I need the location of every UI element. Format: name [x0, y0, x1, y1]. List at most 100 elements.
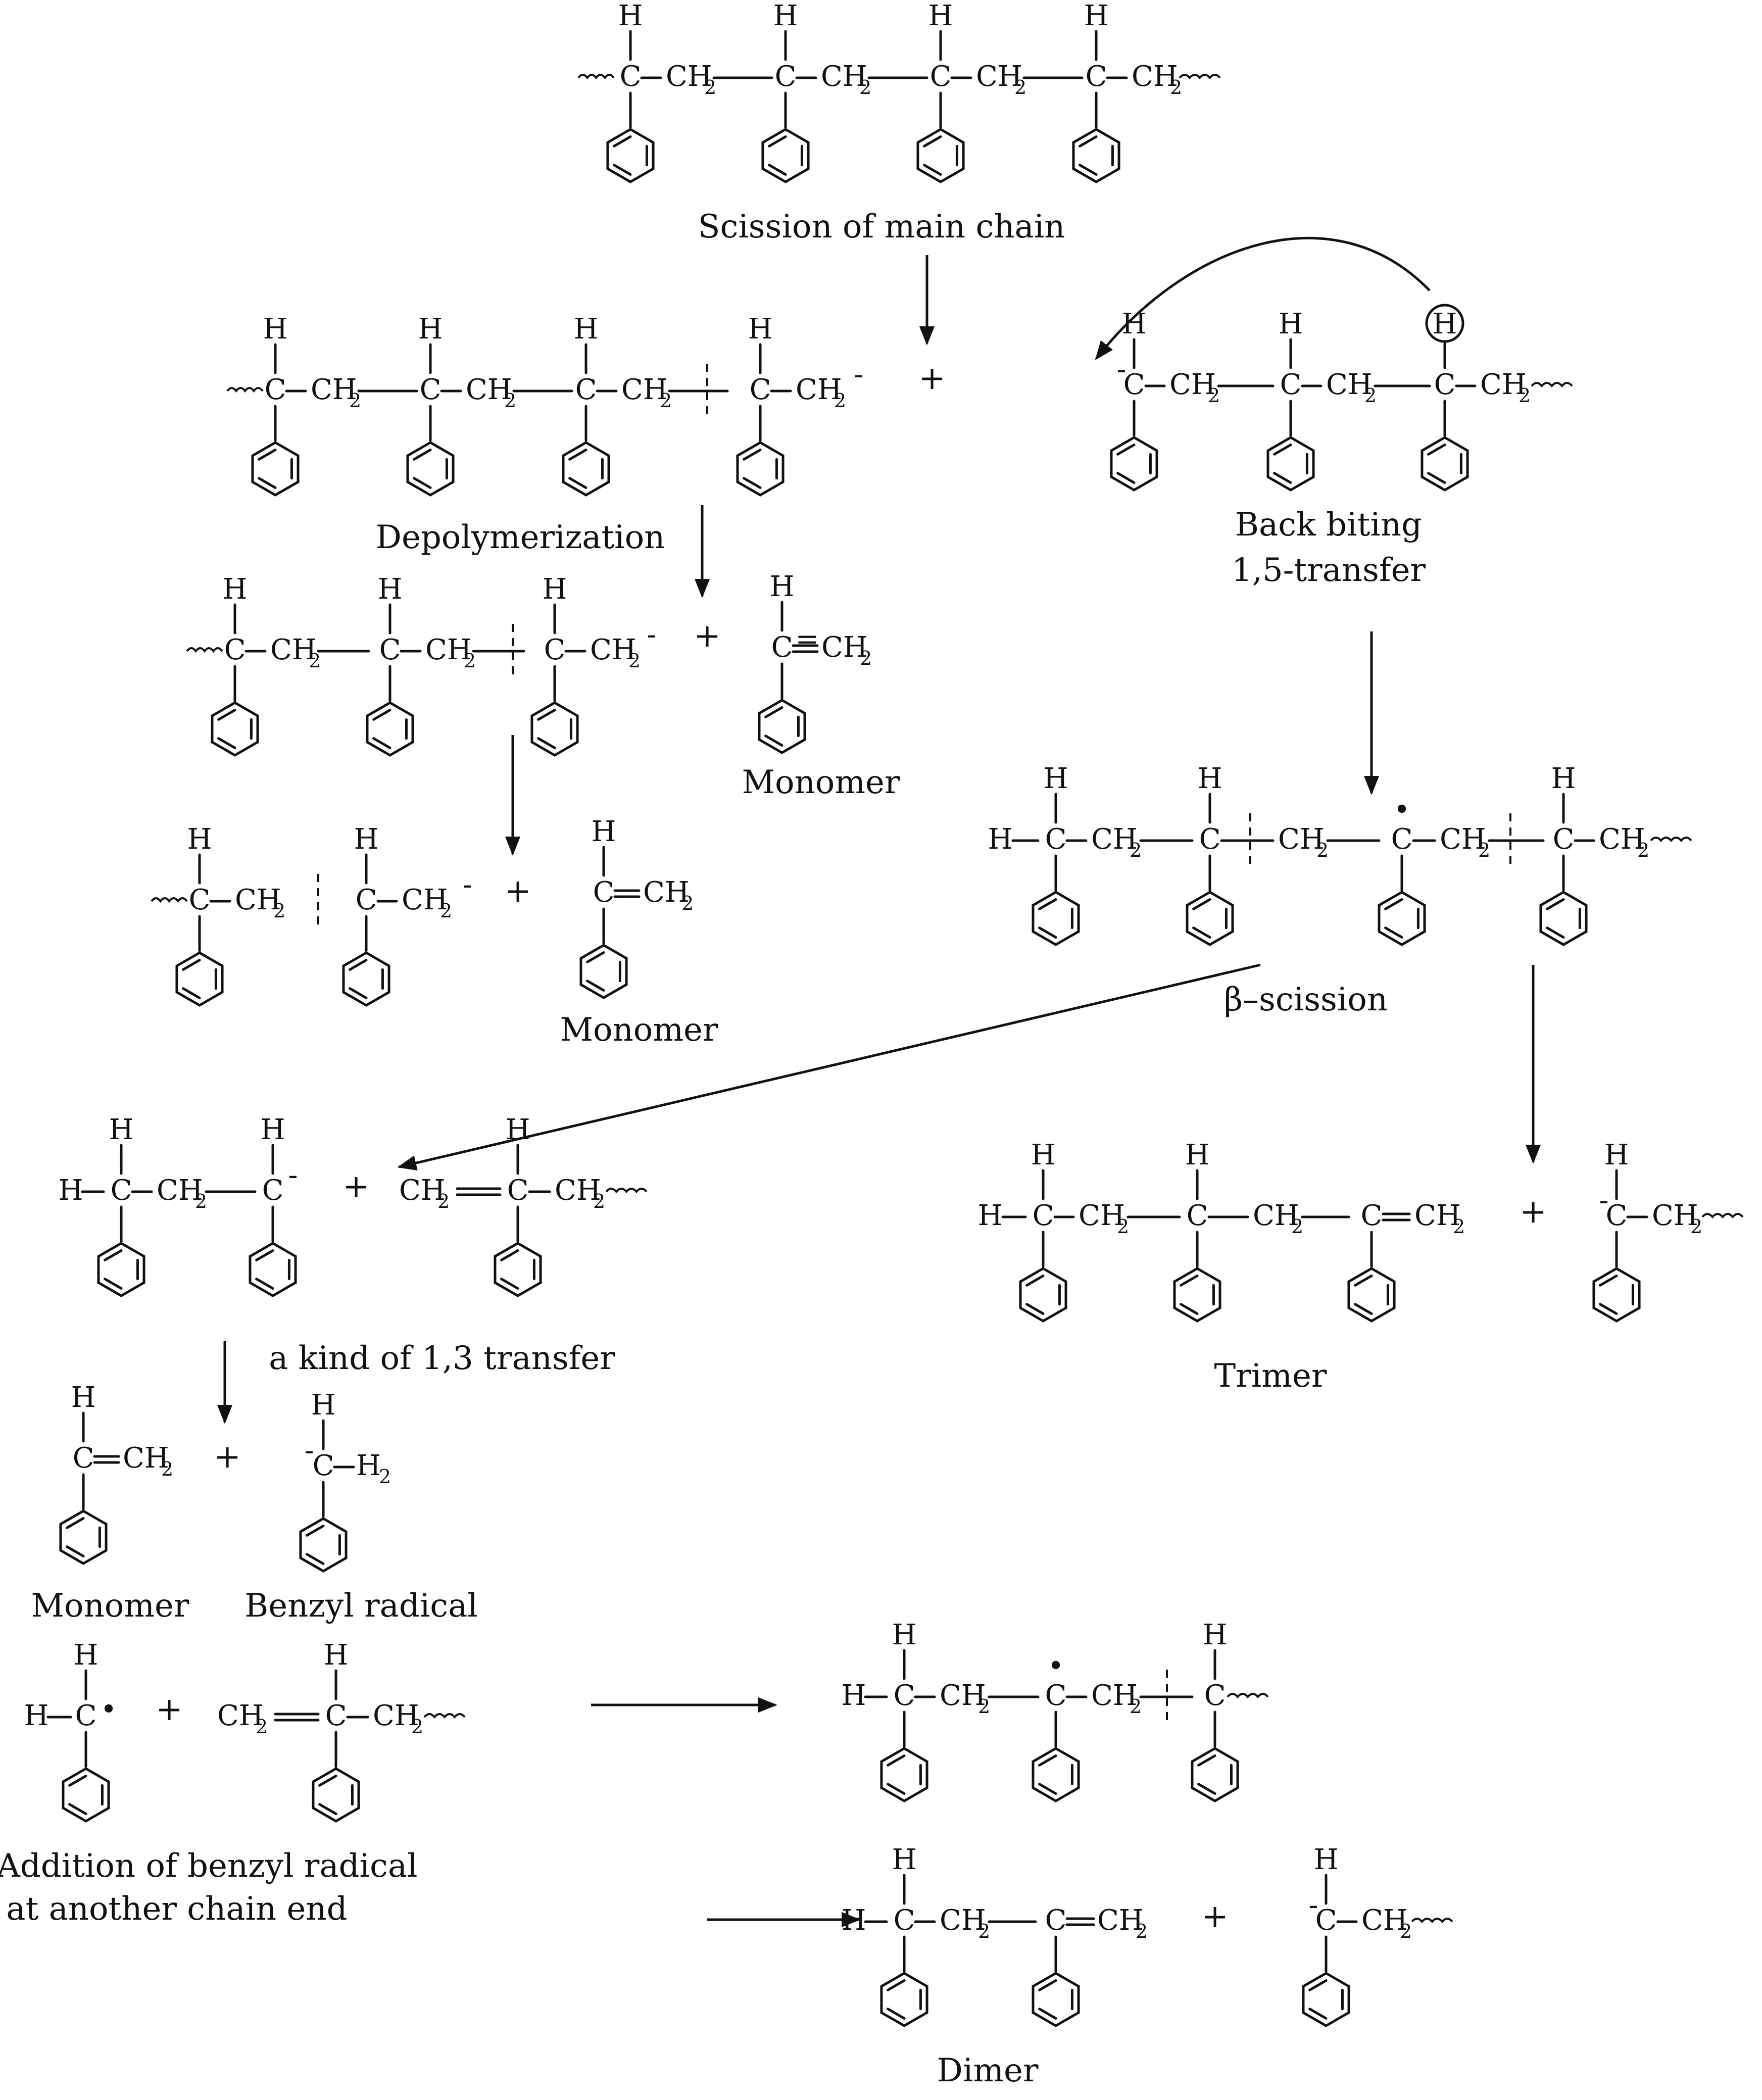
benzene-double-bond: [1079, 164, 1098, 176]
benzene-double-bond: [217, 737, 236, 749]
carbon-atom: C: [75, 1699, 97, 1732]
methylene-group: CH: [373, 1699, 419, 1732]
benzene-double-bond: [258, 477, 277, 489]
benzene-double-bond: [537, 737, 556, 749]
carbon-atom: C: [775, 60, 797, 93]
chain-continuation-wave: [1701, 1213, 1744, 1219]
benzene-double-bond: [923, 135, 942, 148]
caption-one-three-transfer: a kind of 1,3 transfer: [269, 1340, 615, 1377]
benzene-ring: [1378, 891, 1426, 946]
benzene-double-bond: [887, 1783, 906, 1795]
benzene-ring: [1539, 891, 1588, 946]
subscript-two: 2: [1014, 76, 1026, 99]
methylene-group: CH: [1480, 368, 1527, 401]
caption-dimer: Dimer: [937, 2052, 1039, 2089]
carbon-atom: C: [111, 1174, 132, 1207]
benzene-double-bond: [306, 1525, 325, 1537]
plus-sign: +: [504, 872, 531, 910]
benzene-double-bond: [887, 1754, 906, 1767]
benzene-ring: [1421, 436, 1469, 492]
plus-sign: +: [214, 1438, 241, 1476]
subscript-two: 2: [978, 1695, 990, 1718]
methylene-group: CH: [1169, 368, 1216, 401]
benzene-double-bond: [568, 477, 588, 489]
subscript-two: 2: [1130, 1695, 1142, 1718]
benzene-ring: [1592, 1267, 1641, 1323]
benzene-double-bond: [764, 735, 784, 747]
benzene-double-bond: [104, 1249, 123, 1261]
benzene-double-bond: [1197, 1783, 1216, 1795]
subscript-two: 2: [834, 389, 846, 412]
subscript-two: 2: [681, 892, 694, 914]
caption-benzyl-radical: Benzyl radical: [244, 1587, 477, 1625]
benzene-double-bond: [887, 1979, 906, 1991]
hydrogen-atom: H: [418, 313, 443, 346]
subscript-two: 2: [411, 1716, 423, 1738]
carbon-atom: C: [73, 1442, 94, 1475]
caption-trimer: Trimer: [1214, 1357, 1327, 1395]
benzene-double-bond: [349, 987, 368, 999]
benzene-double-bond: [1546, 898, 1565, 910]
caption-monomer-1: Monomer: [742, 764, 900, 801]
hydrogen-atom: H: [773, 0, 798, 32]
benzene-ring: [1266, 436, 1315, 492]
caption-addition-2: at another chain end: [6, 1890, 347, 1928]
hydrogen-atom: H: [842, 1679, 866, 1712]
benzene-double-bond: [1354, 1303, 1373, 1315]
methylene-group: CH: [590, 633, 637, 666]
carbon-atom: C: [1204, 1679, 1226, 1712]
methylene-group: CH: [555, 1174, 601, 1207]
carbon-atom: C: [930, 60, 952, 93]
carbon-atom: C: [325, 1699, 347, 1732]
hydrogen-atom: H: [748, 313, 773, 346]
benzene-ring: [758, 699, 806, 754]
subscript-two: 2: [1291, 1215, 1303, 1238]
radical-dot: •: [1047, 1650, 1064, 1683]
carbon-atom: C: [1123, 368, 1145, 401]
benzene-ring: [1191, 1747, 1239, 1802]
subscript-two: 2: [704, 76, 716, 99]
benzene-ring: [916, 128, 965, 183]
arrow-beta-to-left: [397, 963, 1261, 1170]
carbon-atom: C: [1606, 1199, 1628, 1232]
benzene-double-bond: [586, 951, 605, 963]
benzene-ring: [1072, 128, 1120, 183]
chain-continuation-wave: [151, 897, 188, 903]
methylene-group: CH: [940, 1904, 986, 1937]
benzene-double-bond: [768, 135, 787, 148]
subscript-two: 2: [1690, 1215, 1702, 1238]
hydrogen-atom: H: [1031, 1139, 1056, 1171]
subscript-two: 2: [309, 650, 321, 672]
benzene-ring: [880, 1747, 928, 1802]
benzene-double-bond: [1308, 2008, 1328, 2020]
chain-continuation-wave: [1179, 74, 1221, 80]
methylene-group: CH: [1253, 1199, 1299, 1232]
radical-dot: •: [100, 1693, 117, 1726]
plus-sign: +: [1201, 1898, 1229, 1935]
benzene-ring: [406, 441, 455, 497]
benzene-double-bond: [1192, 898, 1211, 910]
methylene-group: CH: [976, 60, 1022, 93]
carbon-atom: C: [750, 373, 771, 406]
benzene-double-bond: [104, 1278, 123, 1290]
benzene-ring: [562, 441, 610, 497]
subscript-two: 2: [195, 1190, 207, 1212]
methylene-group: CH: [217, 1699, 264, 1732]
benzene-double-bond: [1025, 1303, 1045, 1315]
back-biting-curved-arrow: [1095, 236, 1431, 360]
benzene-double-bond: [1192, 926, 1211, 939]
subscript-two: 2: [860, 647, 872, 669]
benzene-double-bond: [1038, 898, 1057, 910]
plus-sign: +: [694, 617, 721, 655]
carbon-atom: C: [575, 373, 597, 406]
benzene-ring: [211, 701, 259, 757]
anion-charge: -: [854, 358, 864, 391]
benzene-double-bond: [372, 709, 391, 721]
carbon-atom: C: [1280, 368, 1302, 401]
benzene-double-bond: [182, 987, 201, 999]
benzene-double-bond: [1038, 1783, 1057, 1795]
methylene-group: CH: [1652, 1199, 1698, 1232]
chain-continuation-wave: [1531, 382, 1573, 388]
benzene-double-bond: [613, 164, 632, 176]
anion-charge: -: [647, 618, 657, 651]
